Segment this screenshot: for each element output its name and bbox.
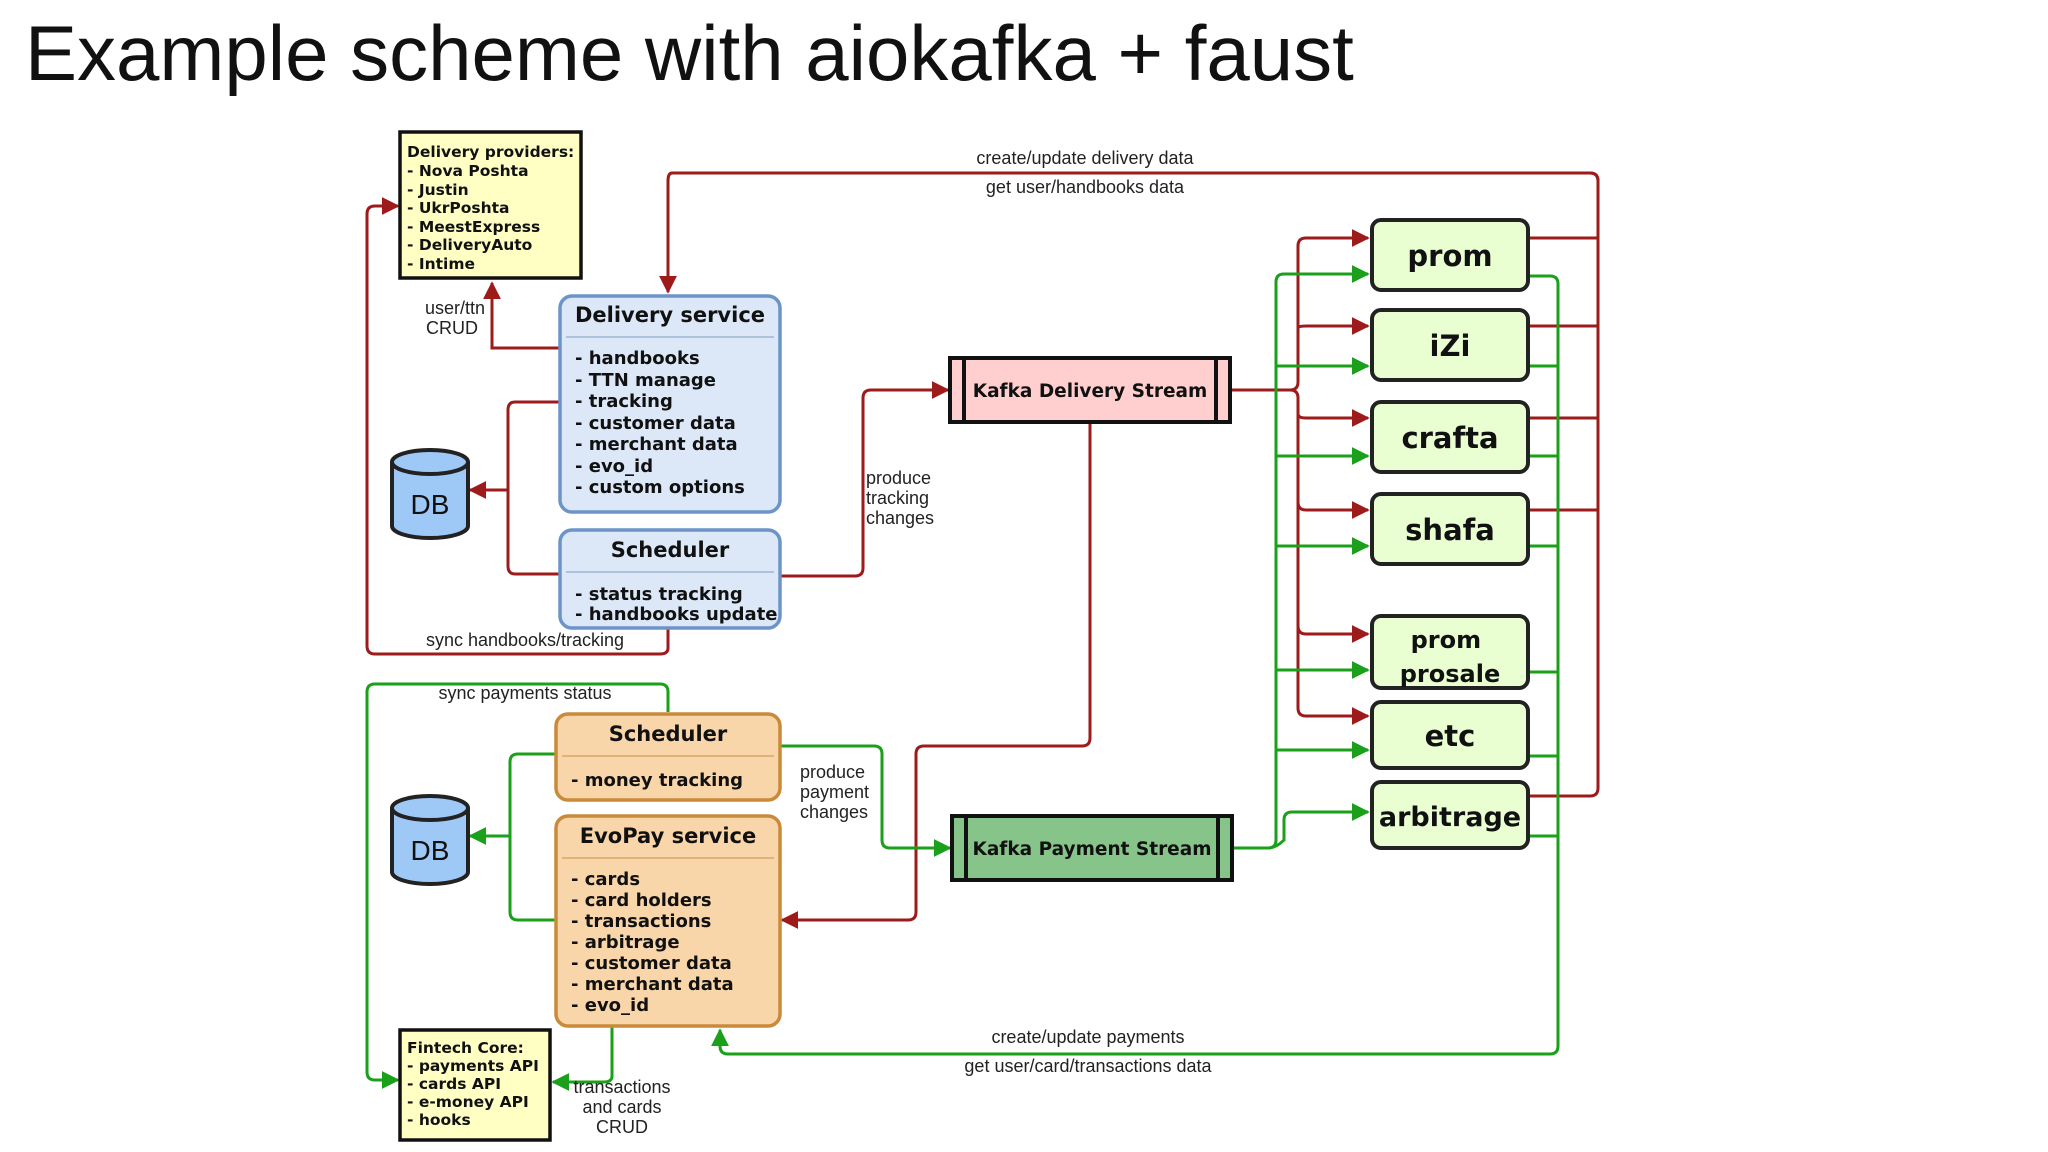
- kafka-delivery-stream-label: Kafka Delivery Stream: [973, 381, 1208, 402]
- delivery-provider-item: - MeestExpress: [407, 218, 540, 236]
- label-create-update-payments: create/update payments: [991, 1027, 1184, 1047]
- service-prom-label: prom: [1407, 239, 1492, 273]
- fintech-core-item: - payments API: [407, 1057, 539, 1075]
- connector-labels: user/ttn CRUD sync handbooks/tracking sy…: [425, 148, 1213, 1137]
- db-top-label: DB: [411, 489, 450, 520]
- label-transactions-crud: transactions: [573, 1077, 670, 1097]
- label-transactions-crud: CRUD: [596, 1117, 648, 1137]
- db-top: DB: [390, 448, 470, 540]
- label-produce-payment: changes: [800, 802, 868, 822]
- evopay-service-item: - customer data: [571, 953, 732, 974]
- service-shafa-label: shafa: [1405, 513, 1495, 547]
- service-arbitrage-label: arbitrage: [1379, 802, 1521, 833]
- label-transactions-crud: and cards: [582, 1097, 661, 1117]
- service-prom-prosale-label: prom prosale: [1400, 626, 1501, 688]
- service-arbitrage: arbitrage: [1370, 780, 1530, 850]
- evopay-service-item: - cards: [571, 869, 640, 890]
- delivery-provider-item: - UkrPoshta: [407, 199, 510, 217]
- label-sync-payments: sync payments status: [438, 683, 611, 703]
- payment-connectors: [365, 265, 1560, 1091]
- kafka-payment-stream-label: Kafka Payment Stream: [972, 839, 1211, 860]
- delivery-service-item: - handbooks: [575, 348, 700, 369]
- db-bottom: DB: [390, 794, 470, 886]
- payment-scheduler-box: Scheduler - money tracking: [554, 712, 782, 802]
- delivery-scheduler-box: Scheduler - status tracking - handbooks …: [558, 528, 782, 630]
- label-user-ttn-crud: CRUD: [426, 318, 478, 338]
- label-produce-tracking: produce: [866, 468, 931, 488]
- fintech-core-item: - cards API: [407, 1075, 501, 1093]
- kafka-payment-stream: Kafka Payment Stream: [950, 814, 1234, 882]
- label-user-ttn: user/ttn: [425, 298, 485, 318]
- evopay-service-item: - evo_id: [571, 995, 649, 1016]
- service-izi: iZi: [1370, 308, 1530, 382]
- service-prom: prom: [1370, 218, 1530, 292]
- evopay-service-title: EvoPay service: [580, 824, 757, 848]
- service-etc-label: etc: [1425, 719, 1476, 753]
- delivery-provider-item: - Intime: [407, 255, 475, 273]
- label-produce-tracking: changes: [866, 508, 934, 528]
- evopay-service-item: - arbitrage: [571, 932, 680, 953]
- delivery-service-box: Delivery service - handbooks - TTN manag…: [558, 294, 782, 514]
- delivery-service-item: - evo_id: [575, 456, 653, 477]
- evopay-service-item: - card holders: [571, 890, 712, 911]
- fintech-core-item: - hooks: [407, 1111, 471, 1129]
- service-prom-prosale: prom prosale: [1370, 614, 1530, 690]
- fintech-core-title: Fintech Core:: [407, 1039, 524, 1057]
- delivery-service-title: Delivery service: [575, 303, 765, 327]
- service-crafta-label: crafta: [1401, 421, 1498, 455]
- evopay-service-item: - merchant data: [571, 974, 734, 995]
- service-crafta: crafta: [1370, 400, 1530, 474]
- evopay-service-box: EvoPay service - cards - card holders - …: [554, 814, 782, 1028]
- delivery-connectors: [365, 171, 1600, 929]
- service-etc: etc: [1370, 700, 1530, 770]
- delivery-service-item: - TTN manage: [575, 370, 716, 391]
- kafka-delivery-stream: Kafka Delivery Stream: [948, 356, 1232, 424]
- payment-scheduler-item: - money tracking: [571, 770, 743, 791]
- delivery-scheduler-item: - status tracking: [575, 584, 743, 605]
- service-shafa: shafa: [1370, 492, 1530, 566]
- label-create-update-delivery: create/update delivery data: [976, 148, 1194, 168]
- delivery-providers-title: Delivery providers:: [407, 143, 574, 161]
- label-produce-tracking: tracking: [866, 488, 929, 508]
- delivery-service-item: - customer data: [575, 413, 736, 434]
- delivery-service-item: - merchant data: [575, 434, 738, 455]
- delivery-provider-item: - Justin: [407, 181, 469, 199]
- label-produce-payment: produce: [800, 762, 865, 782]
- service-izi-label: iZi: [1430, 329, 1471, 363]
- fintech-core-item: - e-money API: [407, 1093, 529, 1111]
- evopay-service-item: - transactions: [571, 911, 711, 932]
- delivery-scheduler-item: - handbooks update: [575, 604, 778, 625]
- label-get-user-card: get user/card/transactions data: [964, 1056, 1212, 1076]
- delivery-provider-item: - Nova Poshta: [407, 162, 529, 180]
- label-produce-payment: payment: [800, 782, 869, 802]
- payment-scheduler-title: Scheduler: [609, 722, 728, 746]
- delivery-scheduler-title: Scheduler: [611, 538, 730, 562]
- delivery-providers-box: Delivery providers: - Nova Poshta - Just…: [398, 130, 583, 280]
- label-sync-handbooks: sync handbooks/tracking: [426, 630, 624, 650]
- delivery-service-item: - custom options: [575, 477, 745, 498]
- delivery-service-item: - tracking: [575, 391, 673, 412]
- delivery-provider-item: - DeliveryAuto: [407, 236, 532, 254]
- label-get-user-handbooks: get user/handbooks data: [986, 177, 1185, 197]
- db-bottom-label: DB: [411, 835, 450, 866]
- slide-title: Example scheme with aiokafka + faust: [25, 9, 1354, 97]
- fintech-core-box: Fintech Core: - payments API - cards API…: [398, 1028, 552, 1142]
